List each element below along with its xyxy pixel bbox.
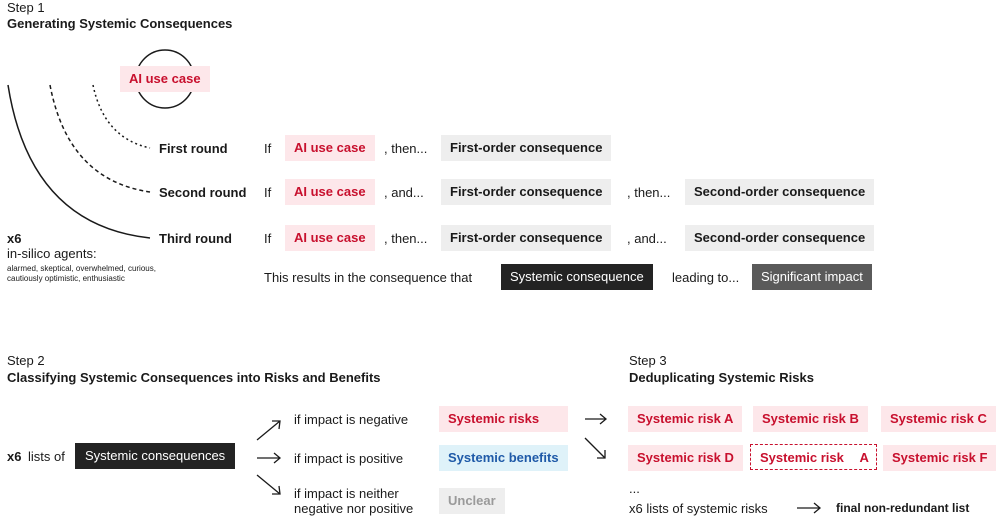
agent-label: in-silico agents: — [7, 246, 97, 261]
connector-text: , and... — [384, 185, 424, 200]
step2-title: Classifying Systemic Consequences into R… — [7, 370, 381, 385]
second-round-arc — [49, 84, 151, 193]
third-round-arc — [7, 84, 151, 239]
use-case-box: AI use case — [285, 135, 375, 161]
condition-neutral-1: if impact is neither — [294, 486, 399, 501]
systemic-consequences-box: Systemic consequences — [75, 443, 236, 469]
round-name: Second round — [159, 185, 247, 200]
leading-to-text: leading to... — [672, 270, 740, 285]
lists-text: x6 lists of systemic risks — [629, 501, 768, 516]
systemic-consequence-box: Systemic consequence — [501, 264, 653, 290]
condition-neutral-2: negative nor positive — [294, 501, 414, 516]
use-case-box: AI use case — [285, 225, 375, 251]
step1-title: Generating Systemic Consequences — [7, 16, 233, 31]
condition-negative: if impact is negative — [294, 412, 409, 427]
agent-types-1: alarmed, skeptical, overwhelmed, curious… — [7, 264, 156, 273]
second-order-box: Second-order consequence — [685, 225, 875, 251]
step2-arrows — [256, 413, 822, 514]
final-text: final non-redundant list — [836, 501, 970, 515]
if-text: If — [264, 185, 272, 200]
risk-box-d: Systemic risk D — [628, 445, 743, 471]
connector-text: , then... — [627, 185, 671, 200]
ellipsis: ... — [629, 481, 640, 496]
risk-box-c: Systemic risk C — [881, 406, 996, 432]
first-order-box: First-order consequence — [441, 179, 612, 205]
if-text: If — [264, 231, 272, 246]
use-case-circle-label: AI use case — [120, 66, 210, 92]
risk-box-duplicate: Systemic risk A — [750, 444, 877, 470]
connector-text: , and... — [627, 231, 667, 246]
unclear-box: Unclear — [439, 488, 505, 514]
significant-impact-box: Significant impact — [752, 264, 872, 290]
lists-prefix: x6 — [7, 449, 22, 464]
duplicate-target: A — [859, 450, 869, 465]
agent-types-2: cautiously optimistic, enthusiastic — [7, 274, 125, 283]
round-name: First round — [159, 141, 228, 156]
risk-box-a: Systemic risk A — [628, 406, 743, 432]
connector-text: , then... — [384, 141, 428, 156]
systemic-risks-box: Systemic risks — [439, 406, 568, 432]
systemic-benefits-box: Systemic benefits — [439, 445, 568, 471]
round-name: Third round — [159, 231, 232, 246]
duplicate-label: Systemic risk — [760, 450, 848, 465]
step2-label: Step 2 — [7, 353, 45, 368]
if-text: If — [264, 141, 272, 156]
first-order-box: First-order consequence — [441, 225, 612, 251]
risk-box-f: Systemic risk F — [883, 445, 996, 471]
result-text: This results in the consequence that — [264, 270, 473, 285]
connector-text: , then... — [384, 231, 428, 246]
first-round-arc — [92, 84, 151, 149]
lists-of-text: lists of — [28, 449, 65, 464]
step3-label: Step 3 — [629, 353, 667, 368]
condition-positive: if impact is positive — [294, 451, 404, 466]
step1-label: Step 1 — [7, 0, 45, 15]
agent-count: x6 — [7, 231, 22, 246]
use-case-box: AI use case — [285, 179, 375, 205]
risk-box-b: Systemic risk B — [753, 406, 868, 432]
step3-title: Deduplicating Systemic Risks — [629, 370, 814, 385]
second-order-box: Second-order consequence — [685, 179, 875, 205]
first-order-box: First-order consequence — [441, 135, 612, 161]
